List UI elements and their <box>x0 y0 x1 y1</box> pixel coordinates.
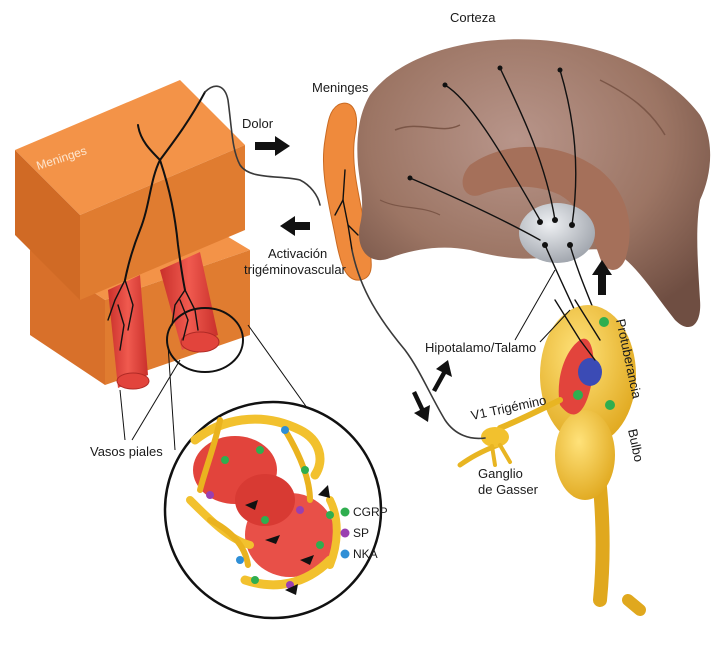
legend: CGRP SP NKA <box>341 505 388 561</box>
label-activacion-line1: Activación <box>268 246 327 261</box>
arrow-down-nerve <box>412 391 430 422</box>
label-v1-trigemino: V1 Trigémino <box>470 392 548 423</box>
legend-swatch-nka <box>341 550 350 559</box>
label-ganglio-line2: de Gasser <box>478 482 539 497</box>
arrow-activacion <box>280 216 310 236</box>
legend-label-cgrp: CGRP <box>353 505 388 519</box>
label-hipotalamo: Hipotalamo/Talamo <box>425 340 536 355</box>
cortex <box>357 39 710 327</box>
thalamus <box>519 203 595 263</box>
label-dolor: Dolor <box>242 116 274 131</box>
label-bulbo: Bulbo <box>625 428 647 464</box>
label-activacion-line2: trigéminovascular <box>244 262 347 277</box>
label-ganglio-line1: Ganglio <box>478 466 523 481</box>
label-corteza: Corteza <box>450 10 496 25</box>
legend-swatch-sp <box>341 529 350 538</box>
legend-label-nka: NKA <box>353 547 378 561</box>
label-meninges-top: Meninges <box>312 80 369 95</box>
arrow-up-nerve <box>432 360 452 392</box>
label-vasos-piales: Vasos piales <box>90 444 163 459</box>
legend-label-sp: SP <box>353 526 369 540</box>
gasser-ganglion <box>481 427 509 447</box>
legend-swatch-cgrp <box>341 508 350 517</box>
arrow-dolor <box>255 136 290 156</box>
